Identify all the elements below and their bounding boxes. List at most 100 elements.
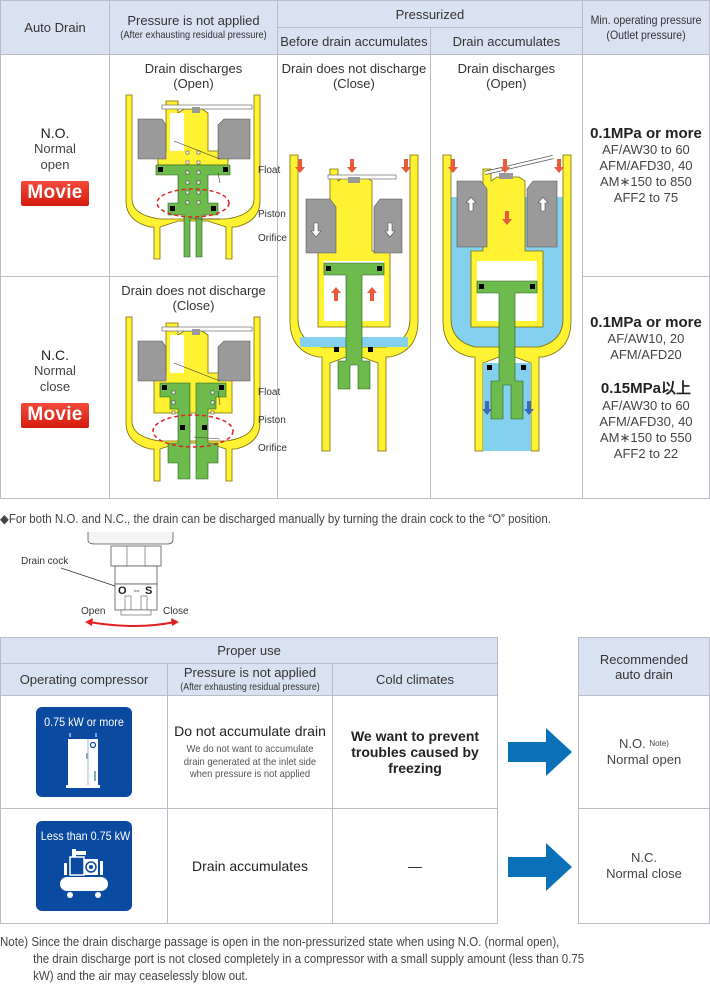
model-line: AF/AW30 to 60	[602, 397, 690, 413]
model-line: AFF2 to 75	[613, 190, 679, 205]
small-compressor-icon: Less than 0.75 kW	[36, 821, 132, 911]
header-pressure-not-applied: Pressure is not applied (After exhaustin…	[108, 0, 278, 55]
header-cold-climates: Cold climates	[332, 663, 498, 696]
header-not-applied: Pressure is not applied (After exhaustin…	[167, 663, 333, 696]
recommended-cell: N.C. Normal close	[578, 808, 710, 924]
type-name: open	[40, 157, 70, 172]
min-pressure-cell-nc: 0.1MPa or more AF/AW10, 20 AFM/AFD20 0.1…	[581, 276, 710, 499]
diagram-cell-no-unpressurized: Drain discharges (Open)	[108, 54, 287, 277]
close-label: Close	[163, 606, 189, 617]
pressurized-closed-diagram	[289, 154, 419, 452]
min-pressure-cell-no: 0.1MPa or more AF/AW30 to 60 AFM/AFD30, …	[581, 54, 710, 277]
caption: (Close)	[172, 298, 215, 313]
footnote: Note) Since the drain discharge passage …	[0, 934, 710, 985]
header-min-pressure: Min. operating pressure (Outlet pressure…	[581, 0, 710, 55]
open-label: Open	[81, 606, 106, 617]
not-applied-cell: Drain accumulates	[167, 808, 333, 924]
compressor-cell: Less than 0.75 kW	[0, 808, 168, 924]
model-line: AM∗150 to 850	[600, 174, 692, 189]
double-arrow-icon: ⇔	[132, 585, 141, 595]
header-recommended: Recommended auto drain	[578, 637, 710, 696]
recommended-name: Normal close	[606, 866, 682, 881]
proper-use-row: Less than 0.75 kW Drain accumulates	[0, 808, 498, 924]
proper-use-table: Proper use Operating compressor Pressure…	[0, 637, 498, 924]
model-line: AFF2 to 22	[613, 445, 679, 461]
model-line: AF/AW10, 20	[607, 330, 685, 346]
type-name: Normal	[34, 141, 76, 156]
type-code: N.C.	[40, 347, 69, 363]
row-normal-open: N.O. Normal open Movie Drain discharges …	[0, 54, 710, 499]
auto-drain-table: Auto Drain Pressure is not applied (Afte…	[0, 0, 710, 499]
movie-button-nc[interactable]: Movie	[21, 403, 89, 428]
row-normal-close: N.C. Normal close Movie Drain does not d…	[0, 276, 710, 499]
cold-climates-cell: We want to prevent troubles caused by fr…	[332, 695, 498, 809]
recommended-name: Normal open	[606, 752, 682, 767]
header-auto-drain: Auto Drain	[0, 0, 110, 55]
diagram-cell-nc-unpressurized: Drain does not discharge (Close)	[108, 276, 287, 499]
recommended-row: N.C. Normal close	[578, 808, 710, 924]
drain-nc-close-diagram	[125, 316, 261, 482]
header-proper-use: Proper use	[0, 637, 498, 664]
recommended-table: Recommended auto drain N.O. Note) Normal…	[578, 637, 710, 924]
orifice-label: Orifice	[257, 233, 287, 244]
manual-drain-note: ◆For both N.O. and N.C., the drain can b…	[0, 512, 551, 526]
footnote-line: the drain discharge port is not closed c…	[33, 952, 585, 966]
arrow-right-icon	[508, 843, 572, 891]
caption: (Close)	[332, 76, 375, 91]
recommended-code: N.O.	[619, 736, 646, 751]
pressure-title: 0.1MPa or more	[590, 313, 702, 331]
type-code: N.O.	[40, 125, 70, 141]
piston-label: Piston	[257, 209, 286, 220]
not-applied-main: Drain accumulates	[192, 858, 308, 874]
model-line: AF/AW30 to 60	[602, 142, 690, 157]
cold-climates-text: We want to prevent troubles caused by fr…	[350, 728, 480, 776]
movie-button-no[interactable]: Movie	[21, 181, 89, 206]
not-applied-cell: Do not accumulate drain We do not want t…	[167, 695, 333, 809]
caption: Drain does not discharge	[281, 61, 427, 76]
footnote-line: Note) Since the drain discharge passage …	[0, 935, 560, 949]
type-cell-no: N.O. Normal open Movie	[0, 54, 110, 277]
header-compressor: Operating compressor	[0, 663, 168, 696]
caption: Drain does not discharge	[121, 283, 266, 298]
orifice-label: Orifice	[257, 443, 287, 454]
recommended-cell: N.O. Note) Normal open	[578, 695, 710, 809]
header-before-drain: Before drain accumulates	[276, 27, 431, 55]
type-name: close	[39, 379, 71, 394]
diagram-cell-pressurized-accumulates: Drain discharges (Open)	[429, 54, 583, 499]
o-mark: O	[118, 585, 127, 597]
header-pressurized: Pressurized	[276, 0, 583, 28]
float-label: Float	[257, 165, 281, 176]
not-applied-desc: We do not want to accumulate drain gener…	[183, 743, 317, 781]
drain-cock-diagram: Drain cock O ⇔ S Open Close	[15, 530, 195, 630]
piston-label: Piston	[257, 415, 286, 426]
pressure-title: 0.1MPa or more	[590, 125, 702, 142]
s-mark: S	[145, 585, 153, 597]
icon-label: 0.75 kW or more	[44, 715, 124, 729]
caption: Drain discharges	[144, 61, 243, 76]
type-name: Normal	[34, 363, 76, 378]
cold-climates-cell: —	[332, 808, 498, 924]
model-line: AM∗150 to 550	[600, 429, 692, 445]
icon-label: Less than 0.75 kW	[40, 829, 131, 843]
arrow-right-icon	[508, 728, 572, 776]
diagram-cell-pressurized-before: Drain does not discharge (Close)	[276, 54, 431, 499]
pressurized-open-diagram	[442, 154, 572, 452]
recommended-row: N.O. Note) Normal open	[578, 695, 710, 809]
model-line: AFM/AFD30, 40	[599, 158, 693, 173]
large-compressor-icon: 0.75 kW or more	[36, 707, 132, 797]
note-mark: Note)	[649, 739, 669, 748]
pressure-title: 0.15MPa以上	[600, 379, 691, 397]
drain-cock-label: Drain cock	[21, 556, 69, 567]
not-applied-main: Do not accumulate drain	[174, 723, 326, 740]
drain-no-open-diagram	[125, 94, 261, 260]
caption: Drain discharges	[457, 61, 556, 76]
model-line: AFM/AFD20	[610, 346, 682, 362]
float-label: Float	[257, 387, 281, 398]
compressor-cell: 0.75 kW or more	[0, 695, 168, 809]
footnote-line: kW) and the air may ceaselessly blow out…	[33, 969, 248, 983]
caption: (Open)	[486, 76, 527, 91]
cold-climates-text: —	[408, 858, 422, 874]
model-line: AFM/AFD30, 40	[599, 413, 693, 429]
type-cell-nc: N.C. Normal close Movie	[0, 276, 110, 499]
caption: (Open)	[173, 76, 214, 91]
